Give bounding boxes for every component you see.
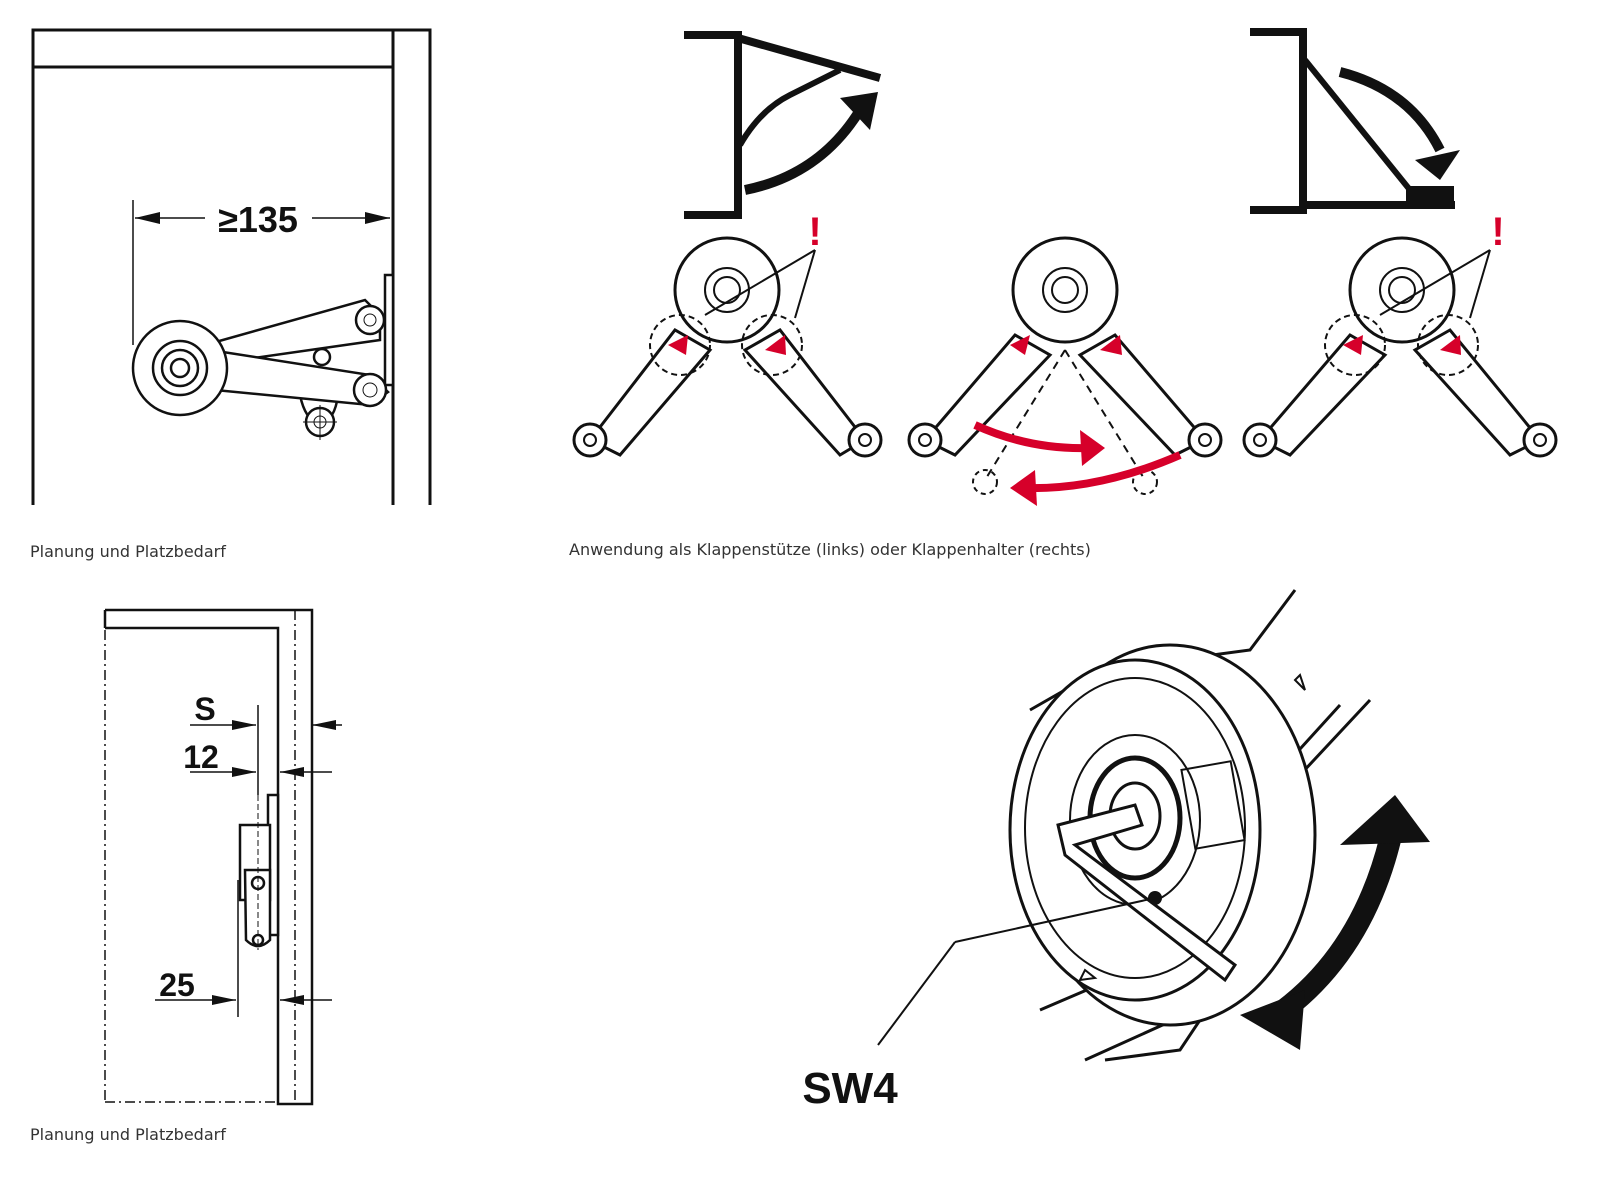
dimension-25: 25 — [159, 967, 195, 1003]
adjustment-wheel — [1008, 643, 1317, 1027]
adjustment-panel: SW4 — [780, 580, 1480, 1140]
planning-top-panel: ≥135 Planung und Platzbedarf — [0, 0, 460, 561]
flap-support-icon — [684, 31, 882, 219]
planning-bottom-panel: S 12 25 Planung und Platzbedarf — [0, 580, 460, 1180]
hinge-side-view — [238, 793, 280, 948]
flap-stay-icon — [1250, 28, 1455, 214]
curved-arrow-down-icon — [1415, 150, 1460, 180]
planning-top-drawing: ≥135 — [31, 28, 432, 505]
adjustment-drawing: SW4 — [802, 589, 1430, 1113]
planning-bottom-caption: Planung und Platzbedarf — [30, 1125, 226, 1144]
hinge-mechanism — [131, 273, 395, 438]
mechanism-right: ! — [1242, 210, 1558, 458]
planning-top-caption: Planung und Platzbedarf — [30, 542, 226, 561]
application-caption: Anwendung als Klappenstütze (links) oder… — [569, 540, 1091, 559]
curved-arrow-up-icon — [840, 92, 878, 130]
dimension-s: S — [194, 691, 215, 727]
mechanism-middle — [907, 236, 1223, 506]
warning-mark-left: ! — [808, 210, 821, 254]
dimension-min-135: ≥135 — [218, 199, 298, 240]
warning-mark-right: ! — [1491, 210, 1504, 254]
planning-bottom-drawing: S 12 25 — [103, 608, 342, 1106]
dimension-12: 12 — [183, 739, 219, 775]
tool-size-label: SW4 — [802, 1064, 898, 1113]
rotate-arrow-down-icon — [1240, 990, 1305, 1050]
application-panel: ! — [560, 0, 1580, 559]
rotate-arrow-up-icon — [1340, 795, 1430, 845]
mechanism-left: ! — [572, 210, 883, 458]
application-drawing: ! — [572, 28, 1558, 506]
